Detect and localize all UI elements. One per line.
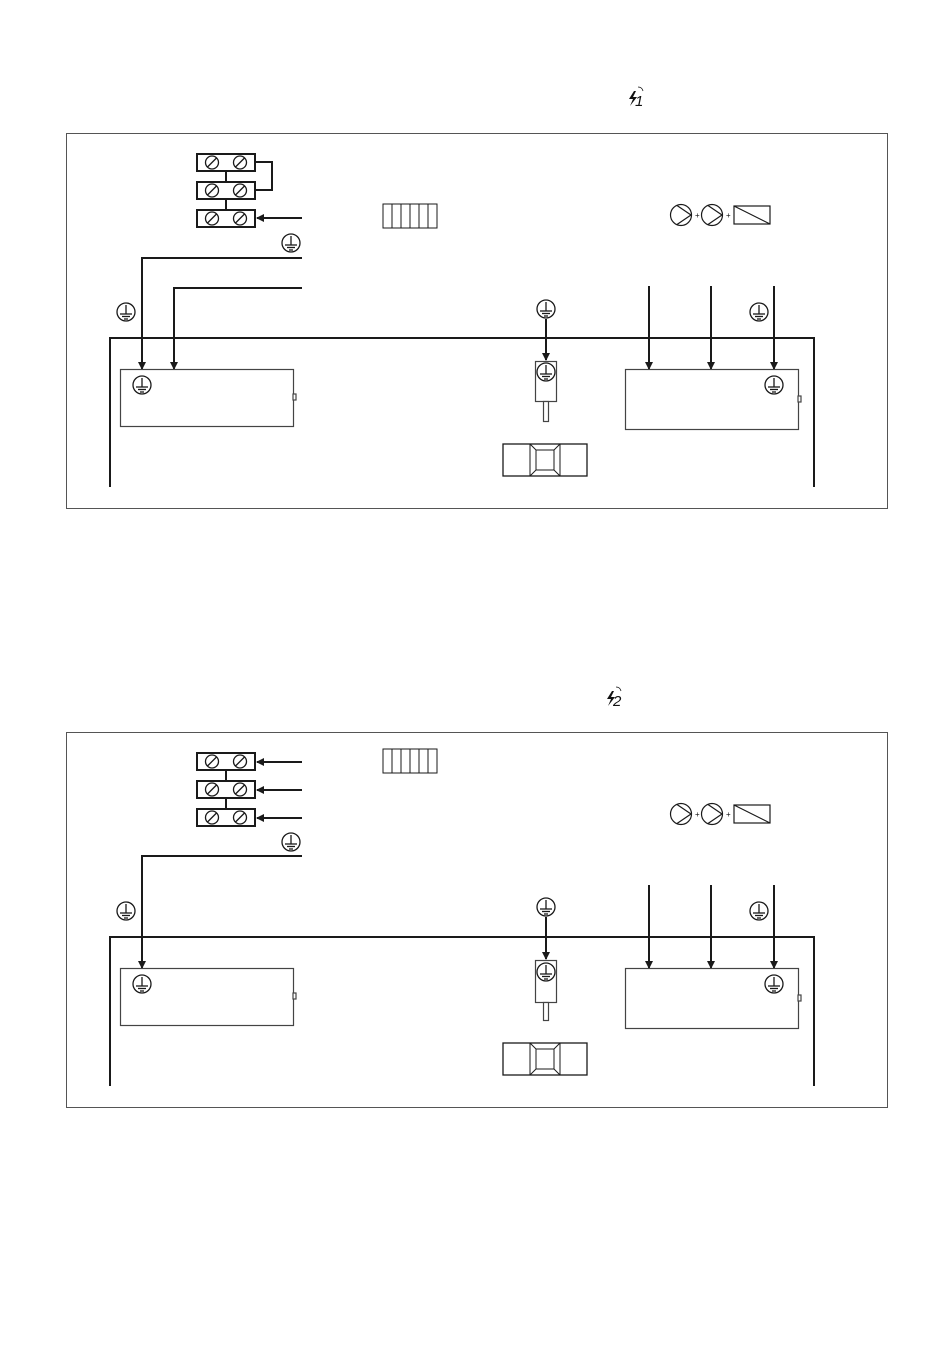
left-module-tab bbox=[293, 394, 296, 400]
terminal-block bbox=[197, 753, 302, 826]
earth-ground-icon bbox=[133, 975, 151, 993]
left-module-tab bbox=[293, 993, 296, 999]
earth-ground-icon bbox=[117, 902, 135, 920]
earth-ground-icon bbox=[537, 898, 555, 916]
earth-ground-icon bbox=[765, 376, 783, 394]
earth-ground-icon bbox=[537, 363, 555, 381]
neutral-wire bbox=[174, 288, 302, 369]
screw-terminal-icon bbox=[197, 154, 255, 171]
earth-ground-icon bbox=[282, 833, 300, 851]
figure-badge: 1 bbox=[629, 87, 643, 110]
earth-ground-icon bbox=[537, 300, 555, 318]
earth-ground-icon bbox=[537, 963, 555, 981]
earth-ground-icon bbox=[117, 303, 135, 321]
earth-ground-icon bbox=[282, 234, 300, 252]
connector-strip-icon bbox=[383, 749, 437, 773]
right-module-tab bbox=[798, 995, 801, 1001]
panel-frame bbox=[67, 134, 888, 509]
probe-rod bbox=[544, 402, 549, 422]
rocker-switch-icon bbox=[503, 444, 587, 476]
figure-number: 2 bbox=[612, 693, 622, 710]
screw-terminal-icon bbox=[197, 781, 255, 798]
figure-badge: 2 bbox=[607, 687, 622, 710]
earth-wire bbox=[142, 258, 302, 369]
rocker-switch-icon bbox=[503, 1043, 587, 1075]
figure-number: 1 bbox=[635, 93, 643, 110]
earth-ground-icon bbox=[765, 975, 783, 993]
connector-strip-icon bbox=[383, 204, 437, 228]
screw-terminal-icon bbox=[197, 210, 255, 227]
pump-pump-valve-icon bbox=[671, 804, 771, 825]
panel-frame bbox=[67, 733, 888, 1108]
probe-rod bbox=[544, 1003, 549, 1021]
earth-ground-icon bbox=[750, 303, 768, 321]
earth-ground-icon bbox=[750, 902, 768, 920]
terminal-block bbox=[197, 154, 302, 227]
screw-terminal-icon bbox=[197, 809, 255, 826]
earth-wire bbox=[142, 856, 302, 968]
pump-pump-valve-icon bbox=[671, 205, 771, 226]
screw-terminal-icon bbox=[197, 182, 255, 199]
terminal-bridge bbox=[255, 162, 272, 190]
panel-1: 1 bbox=[67, 87, 888, 509]
right-module-tab bbox=[798, 396, 801, 402]
panel-2: 2 bbox=[67, 687, 888, 1108]
earth-ground-icon bbox=[133, 376, 151, 394]
screw-terminal-icon bbox=[197, 753, 255, 770]
